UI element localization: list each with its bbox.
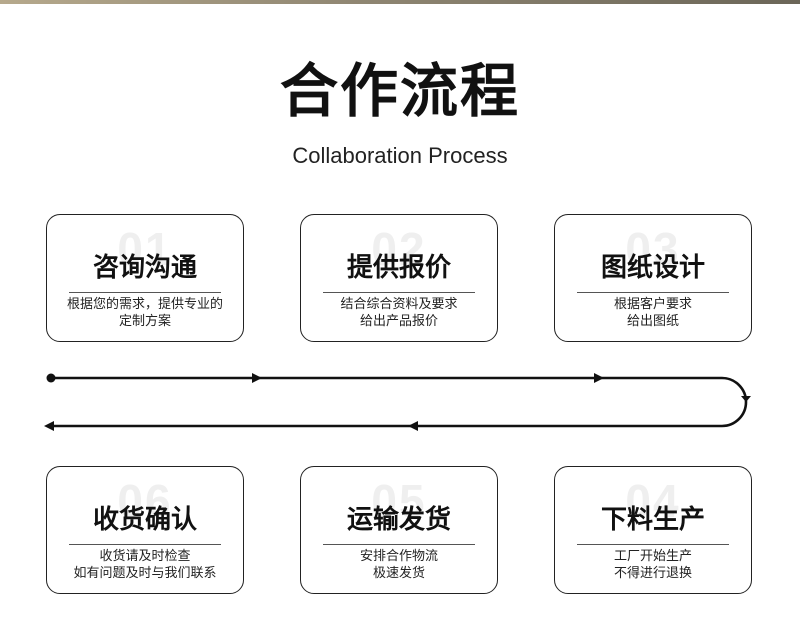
step-divider bbox=[69, 292, 221, 293]
step-description-line: 给出产品报价 bbox=[359, 314, 438, 329]
top-accent-bar bbox=[0, 0, 800, 4]
step-title: 咨询沟通 bbox=[92, 253, 197, 283]
step-description: 收货请及时检查 如有问题及时与我们联系 bbox=[55, 548, 235, 582]
step-number: 01 bbox=[117, 223, 173, 275]
step-card-shipping: 05 运输发货 安排合作物流 极速发货 bbox=[300, 466, 498, 594]
flow-line bbox=[50, 376, 748, 428]
step-title: 收货确认 bbox=[92, 505, 197, 535]
step-description-line: 收货请及时检查 bbox=[99, 549, 191, 564]
flow-arrowhead-right bbox=[594, 373, 604, 383]
step-description: 结合综合资料及要求 给出产品报价 bbox=[309, 296, 489, 330]
step-title: 图纸设计 bbox=[600, 253, 705, 283]
step-card-consult: 01 咨询沟通 根据您的需求，提供专业的 定制方案 bbox=[46, 214, 244, 342]
step-description-line: 极速发货 bbox=[372, 566, 425, 581]
step-description: 根据您的需求，提供专业的 定制方案 bbox=[55, 296, 235, 330]
flow-arrowhead-down bbox=[741, 396, 751, 402]
step-title: 运输发货 bbox=[346, 505, 451, 535]
step-number: 04 bbox=[625, 475, 681, 527]
step-description-line: 不得进行退换 bbox=[613, 566, 692, 581]
step-description-line: 给出图纸 bbox=[626, 314, 679, 329]
step-description-line: 根据客户要求 bbox=[613, 297, 692, 312]
step-divider bbox=[69, 544, 221, 545]
page-subtitle: Collaboration Process bbox=[292, 143, 508, 168]
step-card-design: 03 图纸设计 根据客户要求 给出图纸 bbox=[554, 214, 752, 342]
flow-arrowhead-left bbox=[44, 421, 54, 431]
step-title: 提供报价 bbox=[346, 253, 451, 283]
step-number: 03 bbox=[625, 223, 681, 275]
step-description-line: 定制方案 bbox=[118, 314, 171, 329]
step-description: 根据客户要求 给出图纸 bbox=[563, 296, 743, 330]
step-card-receipt: 06 收货确认 收货请及时检查 如有问题及时与我们联系 bbox=[46, 466, 244, 594]
step-description-line: 结合综合资料及要求 bbox=[340, 297, 458, 312]
step-title: 下料生产 bbox=[600, 505, 705, 535]
page-title: 合作流程 bbox=[279, 57, 520, 125]
step-description-line: 如有问题及时与我们联系 bbox=[73, 566, 217, 581]
step-divider bbox=[323, 544, 475, 545]
step-number: 05 bbox=[371, 475, 427, 527]
step-description-line: 根据您的需求，提供专业的 bbox=[66, 297, 223, 312]
step-description-line: 安排合作物流 bbox=[359, 549, 438, 564]
step-card-quote: 02 提供报价 结合综合资料及要求 给出产品报价 bbox=[300, 214, 498, 342]
flow-arrowhead-right bbox=[252, 373, 262, 383]
step-number: 06 bbox=[117, 475, 173, 527]
flow-arrowhead-left bbox=[408, 421, 418, 431]
step-description: 工厂开始生产 不得进行退换 bbox=[563, 548, 743, 582]
step-card-production: 04 下料生产 工厂开始生产 不得进行退换 bbox=[554, 466, 752, 594]
step-description: 安排合作物流 极速发货 bbox=[309, 548, 489, 582]
step-number: 02 bbox=[371, 223, 427, 275]
step-description-line: 工厂开始生产 bbox=[613, 549, 692, 564]
step-divider bbox=[577, 292, 729, 293]
step-divider bbox=[577, 544, 729, 545]
step-divider bbox=[323, 292, 475, 293]
